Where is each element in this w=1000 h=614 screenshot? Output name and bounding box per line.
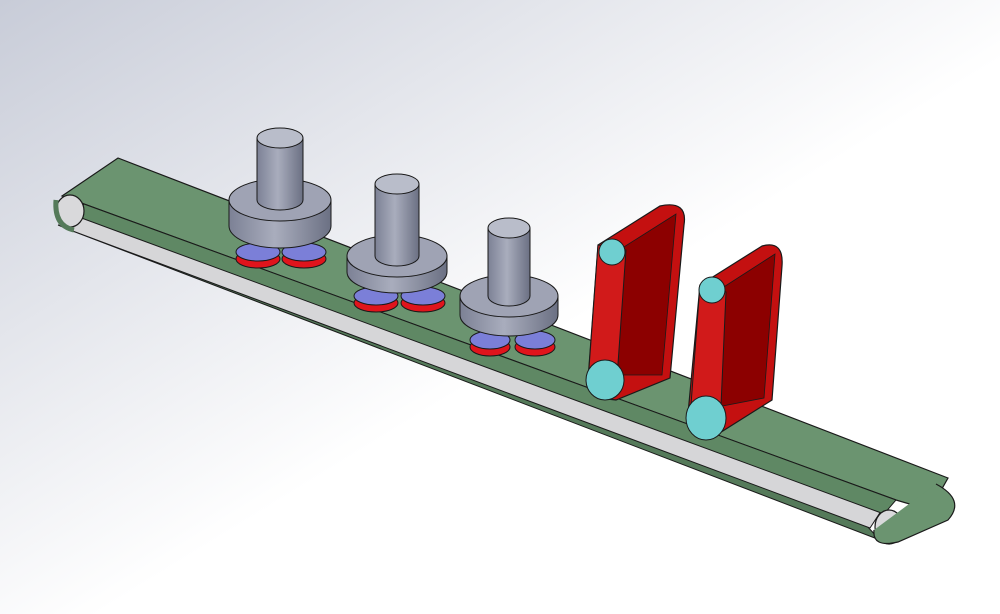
loop-top-cap — [698, 276, 726, 304]
right-belt-wrap — [873, 483, 956, 545]
shaft-top — [374, 173, 420, 195]
roller-pair — [353, 286, 446, 313]
shaft-body — [374, 183, 420, 267]
shaft-body — [256, 137, 304, 211]
loop-top-cap — [598, 238, 626, 266]
left-belt-wrap — [53, 199, 75, 233]
shaft-body — [487, 227, 531, 307]
shaft-top — [256, 127, 304, 149]
spindle-unit-1 — [228, 127, 332, 269]
loop-bottom-cap — [685, 395, 727, 441]
shaft-top — [487, 217, 531, 239]
belt-loop-2 — [685, 244, 783, 441]
spindle-unit-2 — [346, 173, 448, 313]
roller-pair — [469, 330, 556, 357]
loop-bottom-cap — [585, 359, 625, 401]
belt-loop-1 — [585, 204, 686, 401]
spindle-unit-3 — [459, 217, 559, 357]
